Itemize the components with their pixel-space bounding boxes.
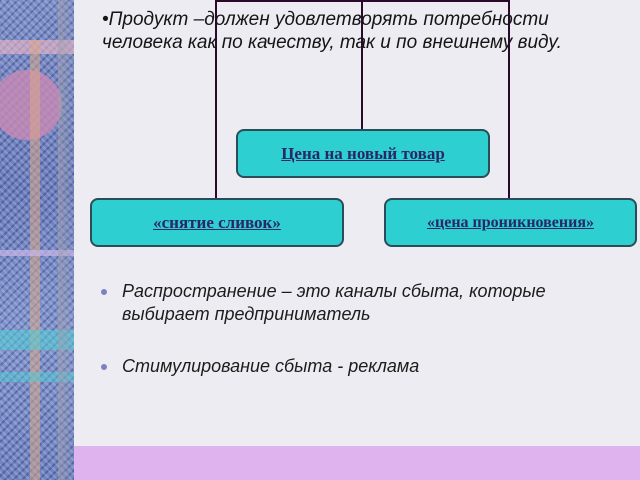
- left-box: «снятие сливок»: [90, 198, 344, 247]
- right-box-label: «цена проникновения»: [427, 213, 594, 231]
- connector-center-vertical: [361, 0, 363, 130]
- decorative-bottom-bar: [74, 446, 640, 480]
- left-box-label: «снятие сливок»: [153, 212, 281, 232]
- right-box: «цена проникновения»: [384, 198, 637, 247]
- left-bar-shadow: [58, 0, 74, 480]
- bullet-item: Распространение – это каналы сбыта, кото…: [96, 280, 626, 326]
- bullet-item: Стимулирование сбыта - реклама: [96, 355, 626, 378]
- bullet-list: Распространение – это каналы сбыта, кото…: [96, 280, 626, 378]
- bullet-text: Стимулирование сбыта - реклама: [122, 356, 420, 376]
- connector-right-vertical: [508, 0, 510, 202]
- bullet-dot-icon: [101, 364, 107, 370]
- center-box: Цена на новый товар: [236, 129, 490, 178]
- bullet-dot-icon: [101, 289, 107, 295]
- connector-left-vertical: [215, 0, 217, 202]
- top-text: •Продукт –должен удовлетворять потребнос…: [102, 9, 562, 53]
- decorative-pole: [30, 40, 40, 480]
- center-box-label: Цена на новый товар: [281, 143, 445, 163]
- bullet-text: Распространение – это каналы сбыта, кото…: [122, 281, 546, 324]
